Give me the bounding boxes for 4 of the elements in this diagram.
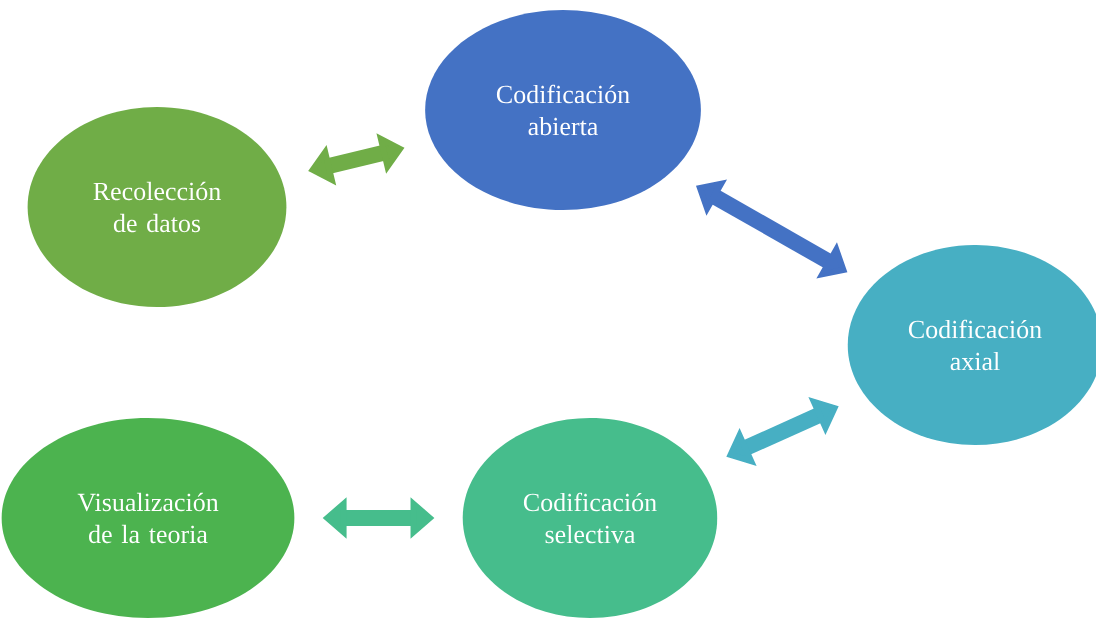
ellipse-node: Codificación abierta bbox=[425, 10, 701, 210]
ellipse-node: Recolección de datos bbox=[27, 107, 287, 307]
ellipse-node: Codificación selectiva bbox=[462, 418, 718, 618]
ellipse-node: Visualización de la teoria bbox=[1, 418, 295, 618]
